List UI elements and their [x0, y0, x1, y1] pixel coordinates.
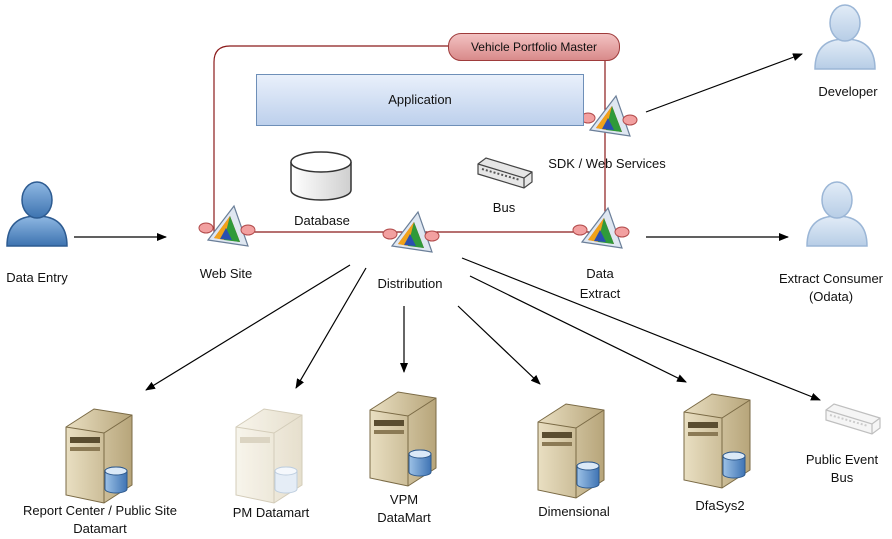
dimensional-label: Dimensional [538, 504, 610, 519]
vpm-datamart-label-line1: VPM [389, 492, 419, 507]
sdk-label: SDK / Web Services [548, 156, 666, 171]
public-event-bus-label-line1: Public Event [805, 452, 879, 467]
application-box: Application [256, 74, 584, 126]
container-title: Vehicle Portfolio Master [448, 33, 620, 61]
public-event-bus-label-line2: Bus [830, 470, 854, 485]
arrow-to-pm-datamart [295, 267, 367, 389]
public-event-bus-device-icon [825, 403, 881, 435]
data-entry-user-icon [6, 181, 68, 247]
data-extract-label-line2: Extract [579, 286, 621, 301]
arrow-sdk-to-developer [645, 53, 803, 113]
arrow-to-report-center [145, 264, 351, 391]
arrow-to-public-event-bus [461, 257, 821, 401]
pm-datamart-label: PM Datamart [232, 505, 310, 520]
developer-user-icon [814, 4, 876, 70]
data-extract-service-icon [572, 207, 630, 249]
extract-consumer-label-line1: Extract Consumer [778, 271, 884, 286]
web-site-service-icon [198, 205, 256, 247]
report-center-label-line1: Report Center / Public Site [23, 503, 177, 518]
extract-consumer-user-icon [806, 181, 868, 247]
pm-datamart-server-icon [235, 408, 303, 504]
dimensional-server-icon [537, 403, 605, 499]
vpm-datamart-server-icon [369, 391, 437, 487]
dfasys2-server-icon [683, 393, 751, 489]
developer-label: Developer [818, 84, 878, 99]
database-cylinder-icon [290, 151, 352, 201]
extract-consumer-label-line2: (Odata) [808, 289, 854, 304]
arrow-to-dfasys2 [469, 275, 687, 383]
web-site-label: Web Site [199, 266, 253, 281]
distribution-label: Distribution [377, 276, 443, 291]
vpm-datamart-label-line2: DataMart [377, 510, 431, 525]
database-label: Database [294, 213, 350, 228]
distribution-service-icon [382, 211, 440, 253]
dfasys2-label: DfaSys2 [695, 498, 745, 513]
data-extract-label-line1: Data [586, 266, 614, 281]
bus-device-icon [477, 157, 533, 189]
report-center-server-icon [65, 408, 133, 504]
sdk-service-icon [580, 95, 638, 137]
arrow-to-dimensional [457, 305, 541, 385]
report-center-label-line2: Datamart [73, 521, 127, 536]
bus-label: Bus [492, 200, 516, 215]
data-entry-label: Data Entry [6, 270, 68, 285]
